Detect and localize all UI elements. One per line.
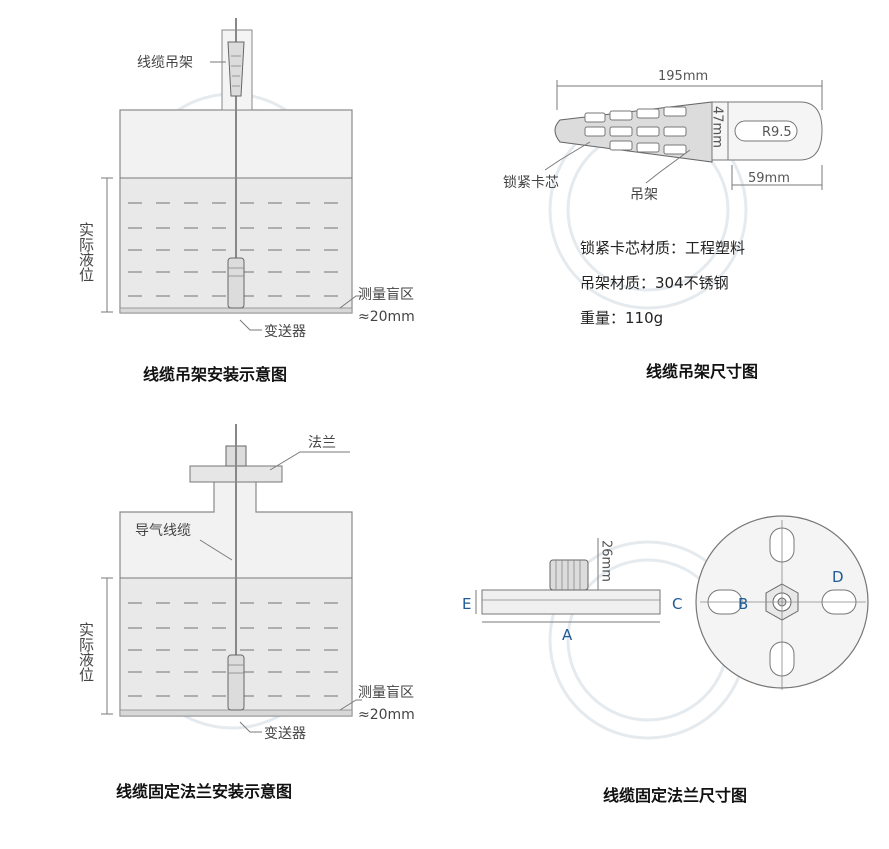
letter-b: B <box>738 595 748 613</box>
dim-flange-height: 26mm <box>599 540 614 582</box>
letter-a: A <box>562 626 573 644</box>
label-blind-zone-2: 测量盲区 <box>358 684 414 701</box>
flange-side-gland <box>549 559 589 591</box>
spec-hanger-material: 吊架材质：304不锈钢 <box>580 274 729 292</box>
letter-d: D <box>832 568 844 586</box>
panel-cable-hanger-install <box>101 18 362 331</box>
panel-flange-dims <box>475 515 869 690</box>
dim-radius: R9.5 <box>762 125 792 140</box>
spec-weight: 重量：110g <box>580 309 663 327</box>
label-hanger: 线缆吊架 <box>137 55 193 71</box>
hanger-clip <box>227 41 245 97</box>
letter-e: E <box>462 595 471 613</box>
label-actual-level-2: 实际液位 <box>77 622 95 682</box>
dim-width: 59mm <box>748 171 790 186</box>
letter-c: C <box>672 595 682 613</box>
panel-flange-install <box>101 424 362 733</box>
label-blind-value: ≈20mm <box>358 309 415 325</box>
label-lock-core: 锁紧卡芯 <box>503 175 559 191</box>
caption-hanger-install: 线缆吊架安装示意图 <box>143 365 287 384</box>
caption-flange-dims: 线缆固定法兰尺寸图 <box>603 786 747 805</box>
label-blind-zone: 测量盲区 <box>358 286 414 303</box>
transmitter <box>227 257 245 309</box>
label-hanger-part: 吊架 <box>630 187 658 203</box>
flange-transmitter <box>227 654 245 711</box>
caption-hanger-dims: 线缆吊架尺寸图 <box>646 362 758 381</box>
hanger-body <box>554 101 713 163</box>
caption-flange-install: 线缆固定法兰安装示意图 <box>116 782 292 801</box>
panel-cable-hanger-dims <box>544 80 823 190</box>
label-transmitter-2: 变送器 <box>264 726 306 742</box>
dim-length: 195mm <box>658 69 708 84</box>
flange-side-plate <box>481 589 661 615</box>
label-vented-cable: 导气线缆 <box>135 523 191 539</box>
dim-height: 47mm <box>710 106 725 148</box>
label-blind-value-2: ≈20mm <box>358 707 415 723</box>
label-transmitter: 变送器 <box>264 324 306 340</box>
label-actual-level: 实际液位 <box>77 222 95 282</box>
spec-lock-core: 锁紧卡芯材质：工程塑料 <box>580 239 745 257</box>
label-flange: 法兰 <box>308 435 336 451</box>
